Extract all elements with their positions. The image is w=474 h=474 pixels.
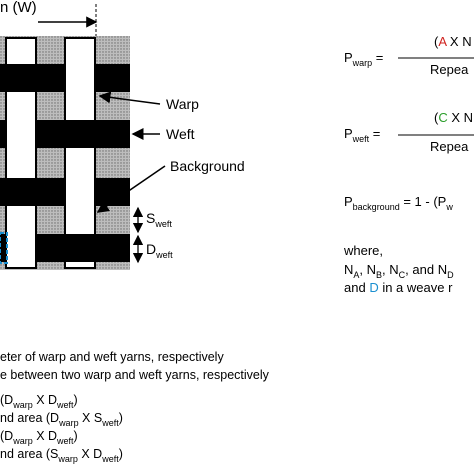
letter-d: D [369, 280, 379, 295]
n-sub-d: D [447, 270, 454, 280]
p-warp-denominator: Repea [430, 62, 469, 77]
weft-label: Weft [166, 126, 195, 142]
legend-sub: warp [59, 418, 79, 428]
p-weft-lhs: Pweft = [344, 126, 381, 144]
s-weft-main: S [146, 210, 156, 226]
p-warp-sub: warp [352, 58, 373, 68]
background-pointer-arrow [96, 165, 166, 213]
p-w-sub: w [446, 202, 453, 212]
formula-rest: = 1 - (P [399, 194, 447, 209]
n-sub-a: A [353, 270, 360, 280]
legend-sub: warp [13, 436, 33, 446]
legend-text: X D [32, 393, 58, 407]
legend-text: X D [77, 447, 103, 461]
p-background-sub: background [352, 202, 400, 212]
numerator-rest: X N [446, 34, 472, 49]
legend-sub: weft [57, 436, 74, 446]
warp-crossing [66, 178, 94, 206]
d-weft-label: Dweft [146, 241, 173, 260]
d-weft-main: D [146, 241, 157, 257]
p-weft-denominator: Repea [430, 139, 469, 154]
width-label: n (W) [0, 0, 37, 16]
warp-crossing [66, 64, 94, 92]
p-symbol: P [344, 126, 353, 141]
numerator-rest: X N [447, 110, 474, 125]
n-symbol: , N [359, 262, 377, 277]
legend-line-distance: e between two warp and weft yarns, respe… [0, 368, 269, 382]
weft-yarn [0, 178, 130, 206]
warp-over-weft [7, 64, 94, 262]
p-warp-lhs: Pwarp = [344, 50, 384, 68]
p-symbol: P [344, 50, 353, 65]
letter-c: C [438, 110, 448, 125]
s-weft-sub: weft [155, 219, 172, 229]
p-weft-sub: weft [352, 134, 370, 144]
p-symbol: P [344, 194, 353, 209]
n-symbol: , and N [405, 262, 448, 277]
legend-text: X D [32, 429, 58, 443]
n-sub-c: C [398, 270, 406, 280]
legend-text: (D [0, 429, 14, 443]
legend-text: ) [118, 447, 123, 461]
s-weft-label: Sweft [146, 210, 172, 229]
n-symbol: , N [382, 262, 399, 277]
legend-sub: weft [57, 400, 74, 410]
legend-line-6: nd area (Swarp X Dweft) [0, 447, 123, 464]
legend-text: X S [78, 411, 103, 425]
legend-text: nd area (D [0, 411, 60, 425]
equals: = [372, 50, 384, 65]
legend-line-4: nd area (Dwarp X Sweft) [0, 411, 123, 428]
n-symbol: N [344, 262, 354, 277]
legend-text: ) [73, 429, 78, 443]
paren: ( [434, 110, 439, 125]
repeat-unit-box [0, 232, 8, 264]
p-background-formula: Pbackground = 1 - (Pw [344, 194, 453, 212]
p-warp-numerator: (A X N [434, 34, 472, 49]
d-weft-sub: weft [156, 250, 173, 260]
and-text: and [344, 280, 370, 295]
legend-sub: warp [13, 400, 33, 410]
weft-yarns [0, 64, 130, 262]
background-label: Background [170, 158, 245, 174]
legend-text: nd area (S [0, 447, 59, 461]
weave-text: in a weave r [378, 280, 453, 295]
warp-pointer-arrow [98, 91, 161, 105]
where-title: where, [344, 243, 384, 258]
warp-crossing [7, 234, 35, 262]
legend-sub: weft [102, 418, 119, 428]
warp-label: Warp [166, 96, 199, 112]
legend-line-3: (Dwarp X Dweft) [0, 393, 78, 410]
legend-text: ) [118, 411, 123, 425]
n-sub-b: B [376, 270, 383, 280]
legend-line-5: (Dwarp X Dweft) [0, 429, 78, 446]
equals: = [369, 126, 381, 141]
legend-text: (D [0, 393, 14, 407]
paren: ( [434, 34, 439, 49]
legend-sub: warp [58, 454, 78, 464]
where-line-2: and D in a weave r [344, 280, 452, 295]
legend-text: ) [73, 393, 78, 407]
legend-line-diameter: eter of warp and weft yarns, respectivel… [0, 350, 224, 364]
letter-a: A [438, 34, 447, 49]
warp-crossing [7, 120, 35, 148]
where-line-1: NA, NB, NC, and ND [344, 262, 454, 280]
weft-yarn [0, 64, 130, 92]
legend-sub: weft [102, 454, 119, 464]
p-weft-numerator: (C X N [434, 110, 473, 125]
